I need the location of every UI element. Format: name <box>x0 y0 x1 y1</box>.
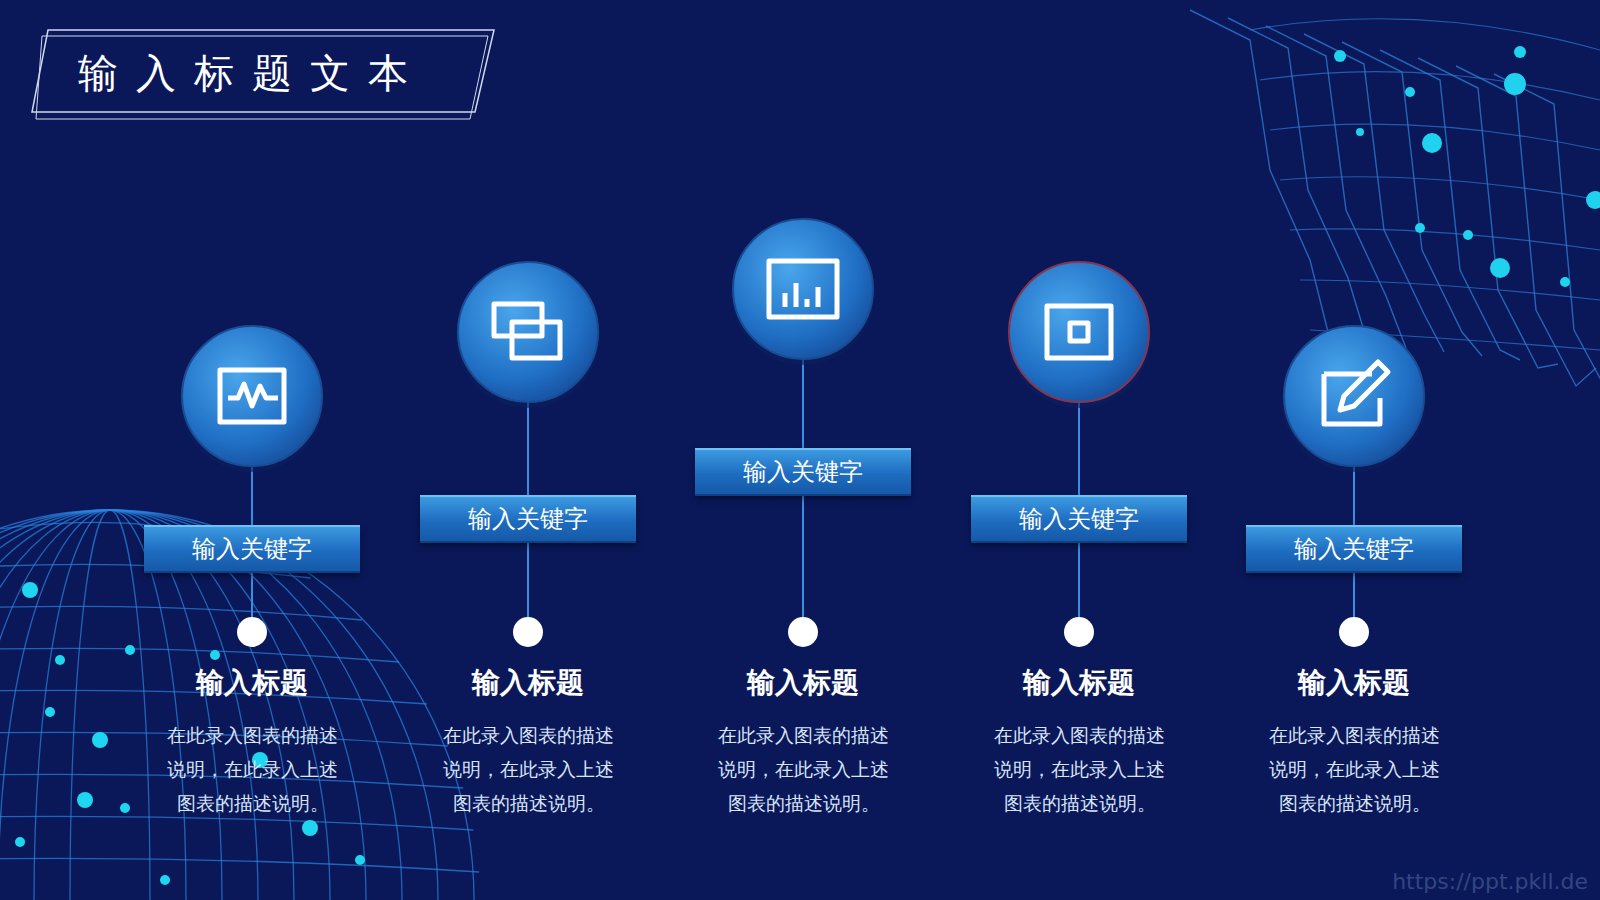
icon-circle <box>1009 262 1149 402</box>
watermark: https://ppt.pkll.de <box>1392 869 1588 894</box>
keyword-text: 输入关键字 <box>192 533 312 565</box>
item-heading: 输入标题 <box>747 664 859 702</box>
decoration-stroke <box>302 820 318 836</box>
icon-circle <box>1284 326 1424 466</box>
decoration-stroke <box>15 837 25 847</box>
decoration-stroke <box>125 645 135 655</box>
timeline-dot <box>237 617 267 647</box>
decoration-stroke <box>1342 42 1482 356</box>
decoration-stroke <box>1228 18 1368 344</box>
keyword-text: 输入关键字 <box>1019 503 1139 535</box>
icon-symbol <box>220 370 284 422</box>
slide-title: 输入标题文本 <box>78 46 426 101</box>
decoration-stroke <box>1380 50 1520 360</box>
item-heading: 输入标题 <box>472 664 584 702</box>
decoration-stroke <box>1280 177 1600 200</box>
decoration-stroke <box>210 650 220 660</box>
decoration-stroke <box>1300 280 1600 300</box>
keyword-text: 输入关键字 <box>1294 533 1414 565</box>
decoration-stroke <box>1560 277 1570 287</box>
keyword-bar: 输入关键字 <box>144 525 360 573</box>
decoration-stroke <box>1356 128 1364 136</box>
decoration-stroke <box>1250 19 1600 50</box>
decoration-stroke <box>1490 258 1510 278</box>
decoration-stroke <box>1504 73 1526 95</box>
keyword-bar: 输入关键字 <box>420 495 636 543</box>
decoration-stroke <box>92 732 108 748</box>
keyword-bar: 输入关键字 <box>971 495 1187 543</box>
decoration-stroke <box>1260 72 1600 100</box>
decoration-stroke <box>355 855 365 865</box>
icon-circle <box>458 262 598 402</box>
decoration-stroke <box>0 606 362 620</box>
keyword-bar: 输入关键字 <box>695 448 911 496</box>
item-description: 在此录入图表的描述 说明，在此录入上述 图表的描述说明。 <box>701 718 906 820</box>
decoration-stroke <box>1514 46 1526 58</box>
icon-circle <box>182 326 322 466</box>
title-frame <box>32 30 494 119</box>
decoration-stroke <box>0 816 473 830</box>
item-heading: 输入标题 <box>1023 664 1135 702</box>
decoration-stroke <box>55 655 65 665</box>
item-description: 在此录入图表的描述 说明，在此录入上述 图表的描述说明。 <box>150 718 355 820</box>
timeline-dot <box>1064 617 1094 647</box>
icon-symbol <box>769 261 837 317</box>
decoration-stroke <box>1422 133 1442 153</box>
decoration-stroke <box>0 510 438 900</box>
decoration-stroke <box>120 803 130 813</box>
decoration-stroke <box>0 858 479 872</box>
timeline-dot <box>513 617 543 647</box>
decoration-stroke <box>1456 66 1596 386</box>
decoration-stroke <box>160 875 170 885</box>
keyword-text: 输入关键字 <box>743 456 863 488</box>
icon-symbol <box>494 304 560 358</box>
decoration-stroke <box>1304 34 1444 352</box>
decoration-stroke <box>1586 191 1600 209</box>
item-heading: 输入标题 <box>196 664 308 702</box>
timeline-dot <box>1339 617 1369 647</box>
decoration-stroke <box>70 510 150 900</box>
icon-circles <box>180 219 1426 647</box>
decoration-stroke <box>1463 230 1473 240</box>
item-heading: 输入标题 <box>1298 664 1410 702</box>
decoration-stroke <box>1334 50 1346 62</box>
item-description: 在此录入图表的描述 说明，在此录入上述 图表的描述说明。 <box>977 718 1182 820</box>
decoration-stroke <box>77 792 93 808</box>
decoration-stroke <box>1190 10 1330 340</box>
icon-symbol <box>1324 362 1388 424</box>
decoration-stroke <box>45 707 55 717</box>
decoration-stroke <box>1418 58 1558 368</box>
decoration-stroke <box>1405 87 1415 97</box>
decoration-stroke <box>0 510 474 900</box>
decoration-stroke <box>0 510 402 900</box>
icon-circle <box>733 219 873 359</box>
decoration-stroke <box>1290 229 1600 250</box>
decoration-stroke <box>22 582 38 598</box>
decoration-stroke <box>0 510 366 900</box>
decoration-stroke <box>1415 223 1425 233</box>
keyword-text: 输入关键字 <box>468 503 588 535</box>
item-description: 在此录入图表的描述 说明，在此录入上述 图表的描述说明。 <box>1252 718 1457 820</box>
globe-grid <box>0 510 479 900</box>
item-description: 在此录入图表的描述 说明，在此录入上述 图表的描述说明。 <box>426 718 631 820</box>
decoration-stroke <box>1266 26 1406 348</box>
timeline-dot <box>788 617 818 647</box>
icon-symbol <box>1047 306 1111 358</box>
keyword-bar: 输入关键字 <box>1246 525 1462 573</box>
